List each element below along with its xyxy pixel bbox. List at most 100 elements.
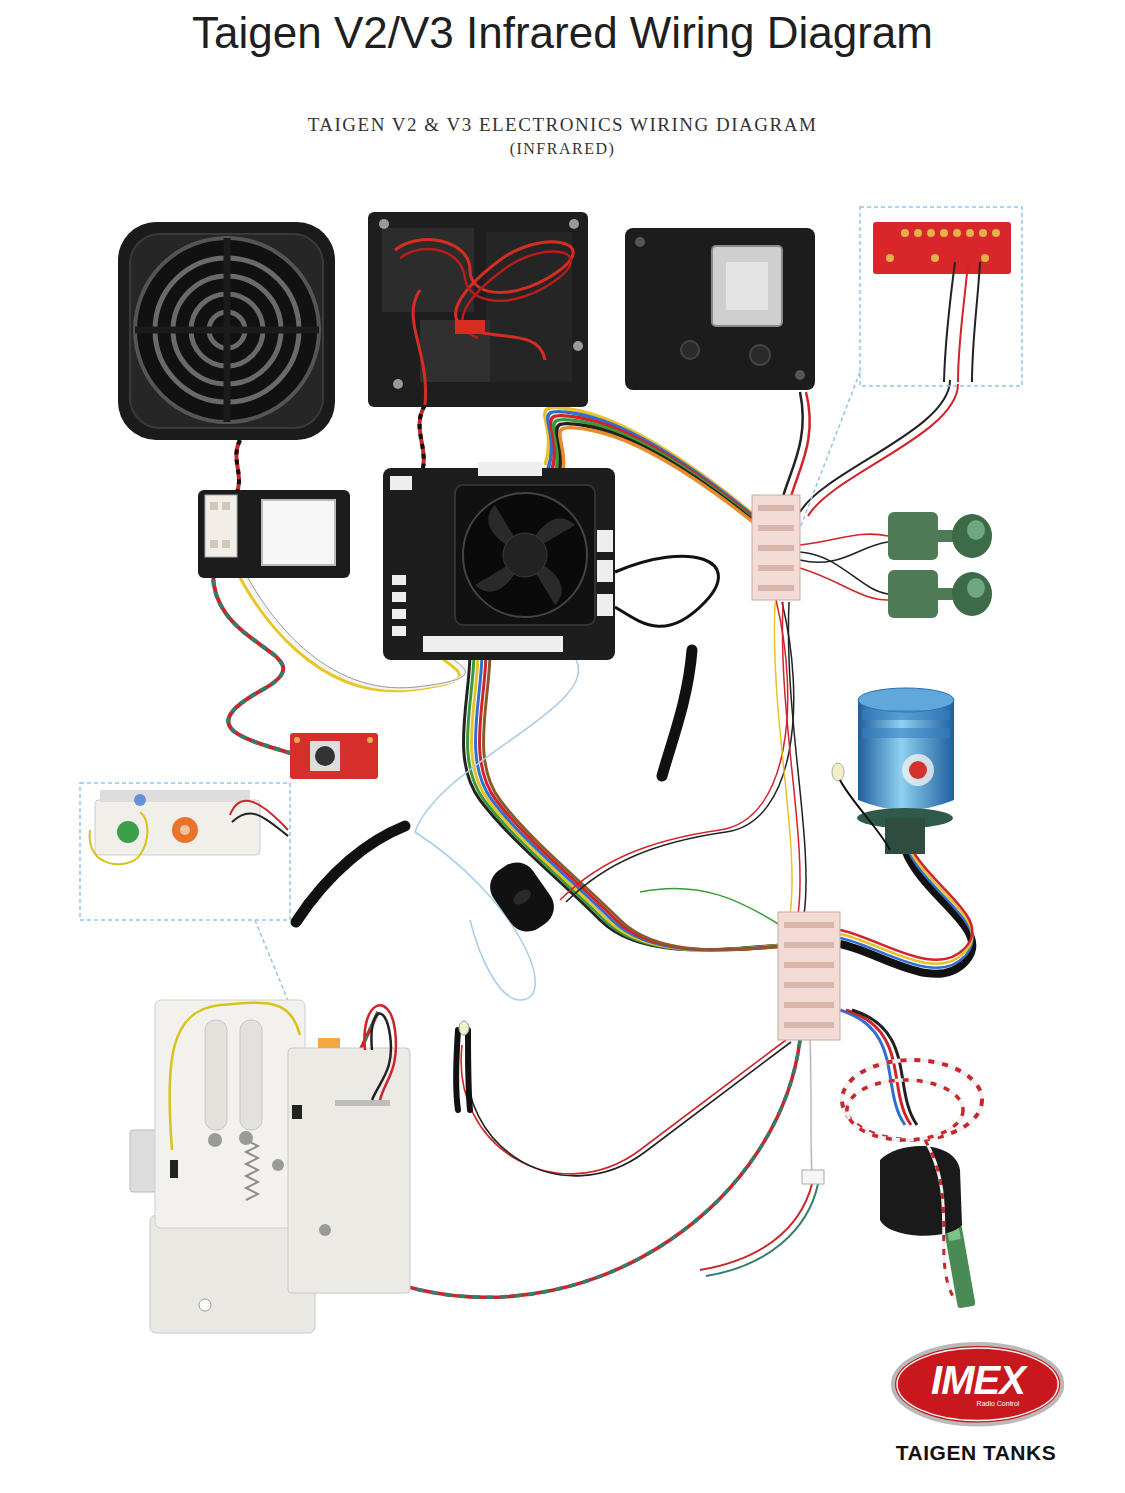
wire-bundle	[466, 1042, 791, 1176]
recoil-unit	[246, 1140, 258, 1200]
control-unit	[383, 462, 615, 660]
drive-motor-unit	[726, 262, 768, 310]
wire-bundle	[852, 1010, 917, 1125]
connector-strip	[758, 585, 794, 591]
sound-unit	[222, 540, 230, 548]
diagram-subtitle: TAIGEN V2 & V3 ELECTRONICS WIRING DIAGRA…	[0, 114, 1125, 136]
recoil-unit	[208, 1133, 222, 1147]
connector-strip	[784, 962, 834, 968]
drive-motor-unit	[712, 246, 782, 326]
wire-bundle	[840, 850, 972, 974]
wire-bundle	[800, 534, 888, 545]
ir-led	[967, 578, 985, 598]
drive-motor-unit	[681, 341, 699, 359]
wire-bundle	[800, 568, 888, 600]
wire-bundle	[475, 652, 792, 950]
inset-switches	[90, 812, 148, 864]
ir-receiver	[925, 1140, 955, 1300]
sound-unit	[262, 500, 335, 565]
ir-receiver	[880, 1146, 962, 1236]
connector-strip	[752, 495, 800, 600]
speaker	[118, 222, 335, 440]
wire-bundle	[213, 556, 300, 756]
connector-strip	[784, 1002, 834, 1008]
recoil-unit	[318, 1038, 340, 1048]
control-unit	[478, 462, 542, 476]
button-board	[315, 746, 335, 766]
wire-bundle	[463, 652, 780, 950]
inset-board	[927, 229, 935, 237]
recoil-unit	[199, 1299, 211, 1311]
control-unit	[597, 594, 613, 616]
logo-subtext: Radio Control	[977, 1400, 1020, 1408]
smoke-unit	[832, 688, 954, 854]
ir-led	[888, 512, 938, 560]
inset-board	[972, 262, 980, 382]
control-unit	[455, 485, 595, 625]
gearbox	[400, 249, 571, 338]
inset-board	[979, 229, 987, 237]
ir-led-small	[459, 1021, 469, 1035]
control-unit	[392, 609, 406, 619]
gearbox	[420, 320, 490, 382]
ir-led	[967, 520, 985, 540]
wire-bundle	[615, 556, 718, 626]
wire-bundle	[782, 392, 803, 500]
inset-switches	[232, 813, 288, 836]
inset-board	[966, 229, 974, 237]
inset-switches	[80, 783, 290, 920]
page-title: Taigen V2/V3 Infrared Wiring Diagram	[0, 8, 1125, 58]
logo-text: IMEX	[931, 1360, 1025, 1400]
ir-led	[888, 570, 938, 618]
inset-switches	[117, 821, 139, 843]
inset-switches	[134, 794, 146, 806]
wire-bundle	[415, 652, 579, 832]
recoil-unit	[205, 1020, 227, 1130]
smoke-unit	[909, 761, 927, 779]
inset-board	[940, 229, 948, 237]
wire-bundle	[236, 440, 240, 495]
connector-strip	[784, 982, 834, 988]
recoil-unit	[371, 1014, 391, 1100]
sound-unit	[222, 502, 230, 510]
speaker	[118, 222, 335, 440]
connector-strip	[784, 922, 834, 928]
sound-unit	[205, 495, 237, 557]
wire-bundle	[236, 440, 240, 495]
brand-name: TAIGEN TANKS	[878, 1441, 1074, 1465]
text-holder: IMEXRadio Control	[931, 1360, 1025, 1408]
slip-ring	[510, 886, 533, 907]
smoke-unit	[885, 818, 925, 854]
smoke-unit	[840, 780, 890, 850]
inset-board	[860, 207, 1022, 386]
recoil-unit	[292, 1105, 302, 1119]
sound-unit	[210, 540, 218, 548]
gearbox	[455, 320, 485, 334]
ir-led-small	[459, 1021, 469, 1035]
speaker	[135, 238, 319, 422]
inset-board	[873, 222, 1011, 274]
inset-switches	[95, 800, 260, 855]
gearbox	[368, 212, 588, 407]
wire-bundle	[213, 556, 300, 756]
inset-switches	[100, 790, 250, 802]
wire-bundle	[213, 380, 972, 1297]
connector-strip	[778, 912, 840, 1040]
control-unit	[423, 636, 563, 652]
inset-board	[800, 372, 860, 528]
speaker	[130, 234, 323, 428]
wire-bundle	[420, 405, 425, 478]
smoke-unit	[862, 710, 950, 720]
connector-strip	[758, 545, 794, 551]
inset-switches	[172, 817, 198, 843]
inset-board	[953, 229, 961, 237]
control-unit	[503, 533, 547, 577]
heat-shrink-tube	[456, 1030, 458, 1110]
ir-receiver	[847, 1080, 963, 1140]
slip-ring	[482, 855, 561, 940]
inset-board	[958, 262, 968, 382]
recoil-unit	[272, 1159, 284, 1171]
control-unit	[390, 476, 412, 490]
sound-unit	[210, 502, 218, 510]
